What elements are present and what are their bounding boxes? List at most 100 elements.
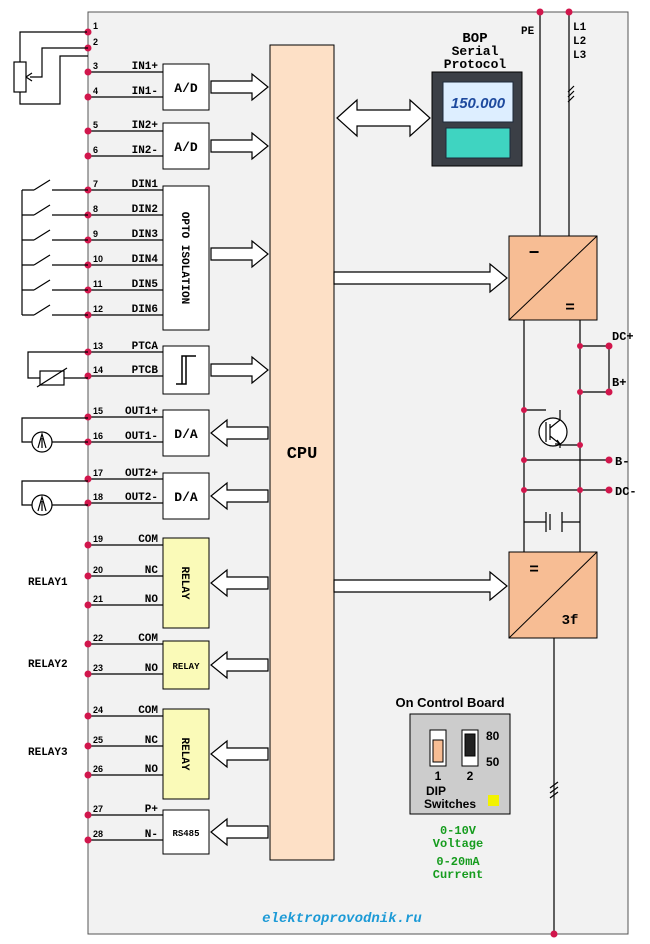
terminal-label-16: OUT1- <box>125 431 158 443</box>
terminal-number-21: 21 <box>93 594 103 604</box>
terminal-number-8: 8 <box>93 204 98 214</box>
ad-converter-1 <box>162 63 210 111</box>
terminal-number-6: 6 <box>93 145 98 155</box>
terminal-number-22: 22 <box>93 633 103 643</box>
terminal-label-8: DIN2 <box>132 204 158 216</box>
terminal-label-3: IN1+ <box>132 61 159 73</box>
terminal-label-28: N- <box>145 829 158 841</box>
terminal-dot-15[interactable] <box>84 413 92 421</box>
da-converter-2-label: D/A <box>174 490 198 505</box>
terminal-dot-5[interactable] <box>84 127 92 135</box>
terminal-dot-4[interactable] <box>84 93 92 101</box>
terminal-dot-24[interactable] <box>84 712 92 720</box>
relay-1-label: RELAY <box>178 566 190 599</box>
rs485-cpu-arrow <box>210 817 269 847</box>
terminal-number-4: 4 <box>93 86 98 96</box>
terminal-number-13: 13 <box>93 341 103 351</box>
terminal-number-17: 17 <box>93 468 103 478</box>
terminal-label-17: OUT2+ <box>125 468 158 480</box>
relay2-group-label: RELAY2 <box>28 659 68 671</box>
terminal-number-14: 14 <box>93 365 103 375</box>
terminal-dot-26[interactable] <box>84 771 92 779</box>
terminal-dot-22[interactable] <box>84 640 92 648</box>
bop-button <box>445 127 511 159</box>
analog-meter-icon-1 <box>21 417 88 453</box>
terminal-number-5: 5 <box>93 120 98 130</box>
terminal-label-22: COM <box>138 633 158 645</box>
terminal-number-25: 25 <box>93 735 103 745</box>
terminal-label-27: P+ <box>145 804 159 816</box>
analog-meter-icon-2 <box>21 480 88 516</box>
relay-3-block <box>162 708 210 800</box>
relay-1-block <box>162 537 210 629</box>
hysteresis-icon <box>176 355 196 385</box>
terminal-number-23: 23 <box>93 663 103 673</box>
dip-value-50: 50 <box>486 755 500 769</box>
ad-converter-2-label: A/D <box>174 140 198 155</box>
terminal-number-1: 1 <box>93 21 98 31</box>
terminal-dot-23[interactable] <box>84 670 92 678</box>
terminal-number-27: 27 <box>93 804 103 814</box>
terminal-number-7: 7 <box>93 179 98 189</box>
ad1-to-cpu-arrow <box>210 72 269 102</box>
bop-display-value: 150.000 <box>451 95 506 112</box>
brake-transistor-icon <box>538 410 568 448</box>
dip-switch-2-knob <box>464 733 476 757</box>
terminal-dot-27[interactable] <box>84 811 92 819</box>
relay-2-block <box>162 640 210 690</box>
b-plus-label: B+ <box>612 376 626 390</box>
terminal-label-18: OUT2- <box>125 492 158 504</box>
cpu-bop-bidirectional-arrow <box>336 98 431 138</box>
inverter-equals: = <box>529 561 539 579</box>
terminal-dot-21[interactable] <box>84 601 92 609</box>
dip-label-line1: DIP <box>426 784 446 798</box>
dc-plus-label: DC+ <box>612 330 634 344</box>
cpu-to-relay3-arrow <box>210 739 269 769</box>
terminal-label-21: NO <box>145 594 159 606</box>
dip-title: On Control Board <box>395 695 504 710</box>
dip-indicator-led <box>488 795 499 806</box>
da-converter-1 <box>162 409 210 457</box>
inverter-3phase-label: 3f <box>562 613 579 629</box>
terminal-dot-25[interactable] <box>84 742 92 750</box>
terminal-label-5: IN2+ <box>132 120 159 132</box>
terminal-label-19: COM <box>138 534 158 546</box>
rs485-block <box>162 809 210 855</box>
pe-label: PE <box>521 26 535 38</box>
signal-arrows <box>210 72 269 847</box>
dip-switch-1-knob <box>432 739 444 763</box>
digital-input-switches <box>21 179 88 316</box>
potentiometer-icon <box>13 31 88 105</box>
terminal-label-24: COM <box>138 705 158 717</box>
cpu-to-relay2-arrow <box>210 650 269 680</box>
terminal-dot-6[interactable] <box>84 152 92 160</box>
ad-converter-2 <box>162 122 210 170</box>
terminal-number-16: 16 <box>93 431 103 441</box>
terminal-label-10: DIN4 <box>132 254 159 266</box>
voltage-line1: 0-10V <box>440 824 477 838</box>
watermark-text: elektroprovodnik.ru <box>262 911 422 927</box>
terminal-dot-1[interactable] <box>84 28 92 36</box>
terminal-number-18: 18 <box>93 492 103 502</box>
dc-minus-label: DC- <box>615 485 637 499</box>
terminal-number-9: 9 <box>93 229 98 239</box>
switch-contacts-icon <box>21 179 88 316</box>
opto-isolation-label: OPTO ISOLATION <box>178 212 190 304</box>
dip-label-line2: Switches <box>424 797 476 811</box>
bop-title-line1: BOP <box>462 31 487 47</box>
cpu-rectifier-arrow <box>333 262 508 294</box>
terminal-label-26: NO <box>145 764 159 776</box>
terminal-number-11: 11 <box>93 279 103 289</box>
terminal-label-13: PTCA <box>132 341 159 353</box>
terminal-dot-19[interactable] <box>84 541 92 549</box>
ad-converter-1-label: A/D <box>174 81 198 96</box>
terminal-dot-28[interactable] <box>84 836 92 844</box>
rectifier-divider <box>508 235 598 321</box>
opto-to-cpu-arrow <box>210 239 269 269</box>
terminal-dot-20[interactable] <box>84 572 92 580</box>
l1-label: L1 <box>573 22 587 34</box>
opto-isolation-block <box>162 185 210 331</box>
terminal-dot-3[interactable] <box>84 68 92 76</box>
